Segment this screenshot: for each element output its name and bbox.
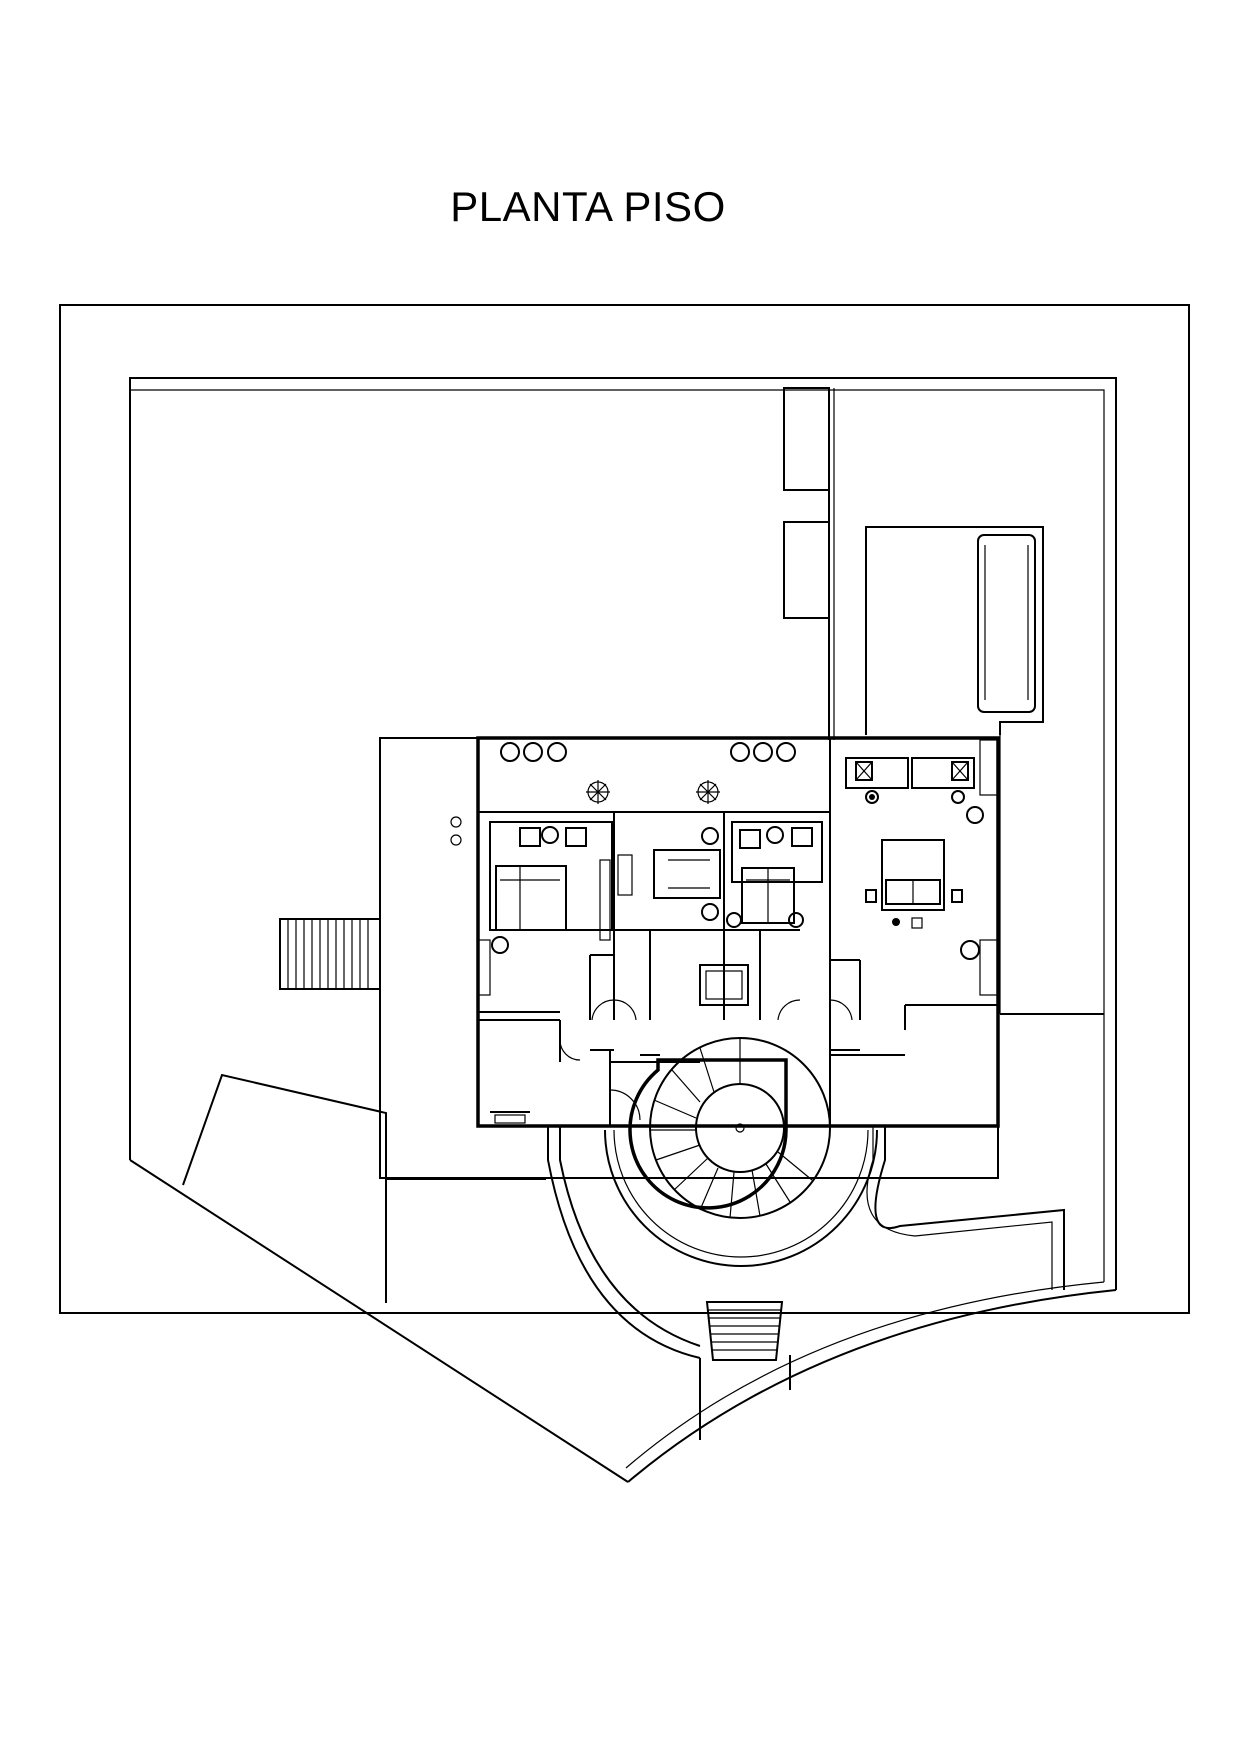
bedroom-west — [489, 821, 613, 954]
exterior-stair-west — [279, 918, 381, 990]
interior-walls — [477, 739, 999, 1126]
terrace-south — [386, 1126, 1065, 1440]
ramp-south-west — [182, 1073, 387, 1303]
bedroom-east — [845, 757, 984, 960]
terrace-north-east — [865, 526, 1104, 1015]
plant-icon — [586, 780, 610, 804]
terrace-furniture — [450, 742, 796, 846]
drawing-title: PLANTA PISO — [450, 183, 726, 230]
house-footprint — [379, 736, 1000, 1179]
door-swings — [559, 999, 853, 1121]
spiral-staircase — [628, 1037, 831, 1219]
entry-stair-south — [705, 1301, 784, 1361]
plant-icon — [696, 780, 720, 804]
site-boundary — [129, 377, 1117, 1483]
south-rooms — [478, 1061, 998, 1127]
bedroom-center-east — [726, 821, 823, 928]
sheet-frame — [59, 304, 1190, 1314]
exterior-stair-north — [783, 387, 835, 740]
bedroom-center — [617, 827, 721, 921]
